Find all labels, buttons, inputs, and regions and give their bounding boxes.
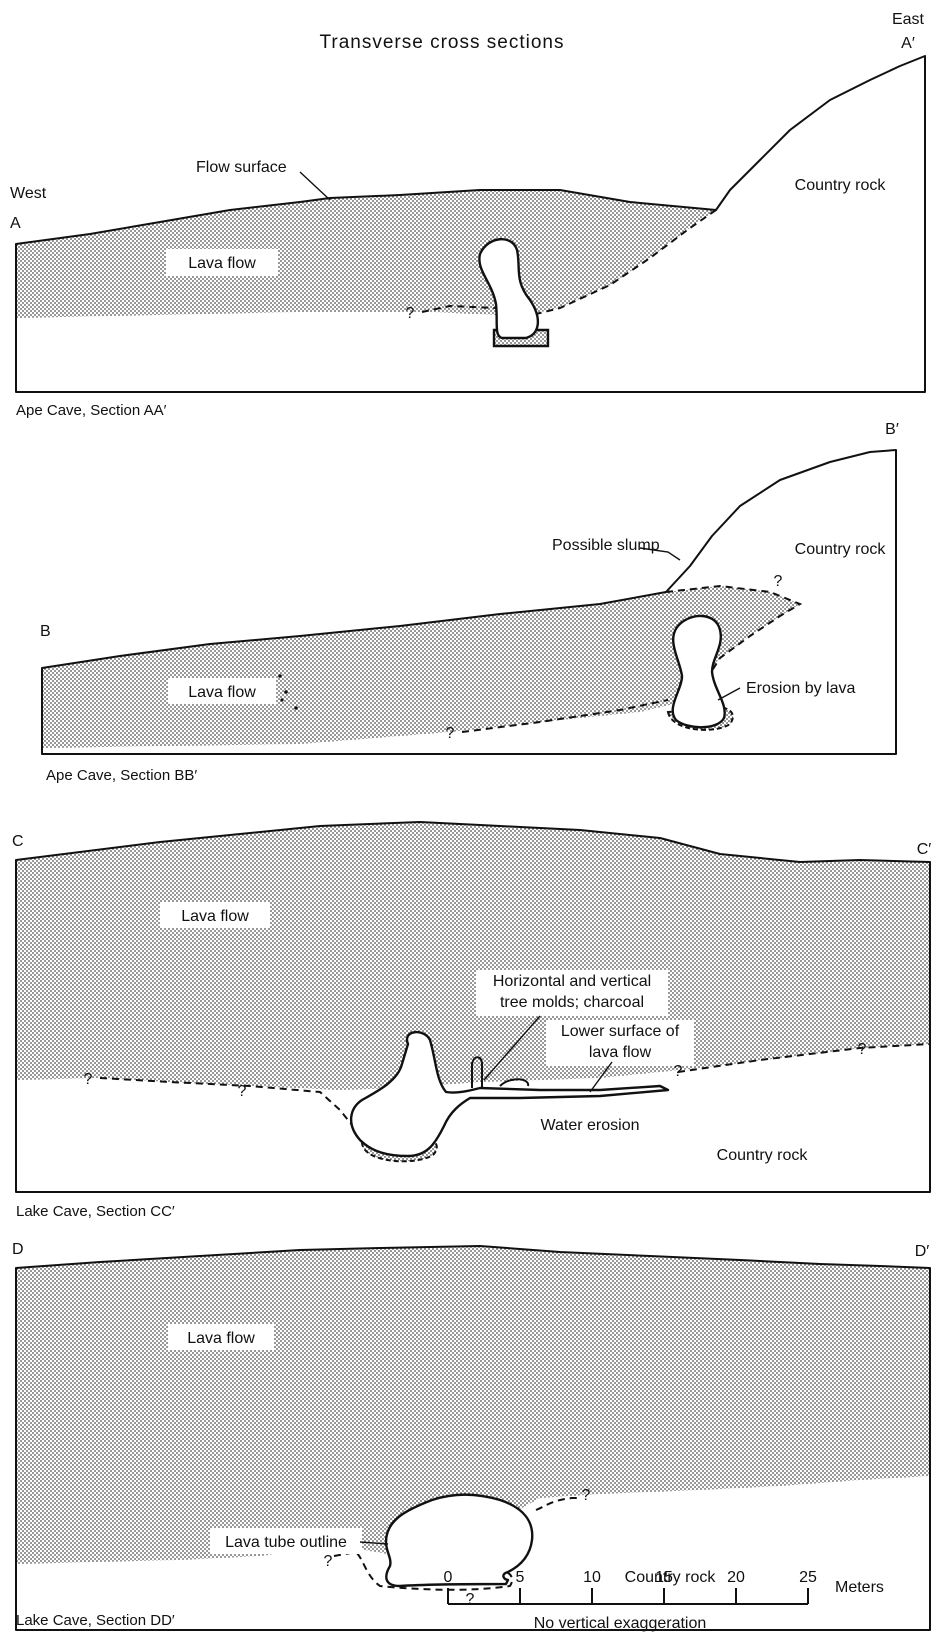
- section-dd-tube-outline-label: Lava tube outline: [225, 1534, 347, 1551]
- section-aa-lava-flow: [16, 190, 716, 318]
- section-cc-question-mark-2: ?: [238, 1083, 247, 1100]
- section-dd-question-mark-3: ?: [582, 1487, 591, 1504]
- section-bb: Possible slump Country rock Lava flow Er…: [40, 421, 899, 784]
- section-dd: Lava flow Lava tube outline Country rock…: [12, 1241, 930, 1630]
- section-bb-question-mark-east: ?: [774, 573, 783, 590]
- section-cc-question-mark-3: ?: [674, 1063, 683, 1080]
- section-cc-tree-molds-label-line2: tree molds; charcoal: [500, 994, 644, 1011]
- section-bb-question-mark-west: ?: [446, 725, 455, 742]
- scale-bar-label-5: 5: [516, 1569, 525, 1586]
- section-dd-right-mark: D′: [915, 1243, 930, 1260]
- section-cc-caption: Lake Cave, Section CC′: [16, 1203, 175, 1220]
- section-cc-water-erosion-label: Water erosion: [541, 1117, 640, 1134]
- section-aa-country-rock-label: Country rock: [795, 177, 887, 194]
- section-aa: Flow surface Lava flow Country rock ? A …: [10, 35, 925, 419]
- scale-bar-label-20: 20: [727, 1569, 745, 1586]
- section-cc-question-mark-4: ?: [858, 1041, 867, 1058]
- section-cc-lower-surface-label-line1: Lower surface of: [561, 1023, 680, 1040]
- section-aa-left-mark: A: [10, 215, 21, 232]
- section-bb-lava-tube: [673, 616, 725, 727]
- section-dd-question-mark-1: ?: [324, 1553, 333, 1570]
- section-bb-caption: Ape Cave, Section BB′: [46, 767, 197, 784]
- section-cc-country-rock-label: Country rock: [717, 1147, 809, 1164]
- section-aa-lava-flow-label: Lava flow: [188, 255, 256, 272]
- section-dd-question-mark-2: ?: [466, 1591, 475, 1608]
- scale-bar-label-0: 0: [444, 1569, 453, 1586]
- section-bb-left-mark: B: [40, 623, 51, 640]
- scale-bar-note: No vertical exaggeration: [534, 1615, 707, 1632]
- scale-bar-label-10: 10: [583, 1569, 601, 1586]
- section-dd-left-mark: D: [12, 1241, 24, 1258]
- section-aa-question-mark: ?: [406, 305, 415, 322]
- section-bb-country-rock-label: Country rock: [795, 541, 887, 558]
- section-cc-right-mark: C′: [917, 841, 932, 858]
- section-cc-lava-flow-label: Lava flow: [181, 908, 249, 925]
- section-bb-possible-slump-label: Possible slump: [552, 537, 660, 554]
- scale-bar-label-15: 15: [655, 1569, 673, 1586]
- section-dd-caption: Lake Cave, Section DD′: [16, 1612, 175, 1629]
- section-aa-right-mark: A′: [901, 35, 915, 52]
- section-bb-right-mark: B′: [885, 421, 899, 438]
- section-cc-lower-surface-label-line2: lava flow: [589, 1044, 652, 1061]
- section-bb-erosion-label: Erosion by lava: [746, 680, 855, 697]
- scale-bar: 0 5 10 15 20 25 Meters No vertical exagg…: [444, 1569, 884, 1632]
- section-bb-erosion-leader: [718, 688, 740, 700]
- section-aa-flow-surface-leader: [300, 172, 330, 200]
- section-cc: Lava flow Horizontal and vertical tree m…: [12, 822, 931, 1220]
- east-label: East: [892, 11, 925, 28]
- section-cc-question-mark-1: ?: [84, 1071, 93, 1088]
- section-aa-flow-surface-label: Flow surface: [196, 159, 287, 176]
- section-dd-contact-east: [536, 1498, 580, 1510]
- section-dd-lava-flow-label: Lava flow: [187, 1330, 255, 1347]
- figure-title: Transverse cross sections: [320, 32, 565, 53]
- section-cc-tree-molds-label-line1: Horizontal and vertical: [493, 973, 651, 990]
- scale-bar-label-25: 25: [799, 1569, 817, 1586]
- section-bb-lava-flow-label: Lava flow: [188, 684, 256, 701]
- section-cc-left-mark: C: [12, 833, 24, 850]
- west-label: West: [10, 185, 47, 202]
- scale-bar-unit: Meters: [835, 1579, 884, 1596]
- section-aa-caption: Ape Cave, Section AA′: [16, 402, 167, 419]
